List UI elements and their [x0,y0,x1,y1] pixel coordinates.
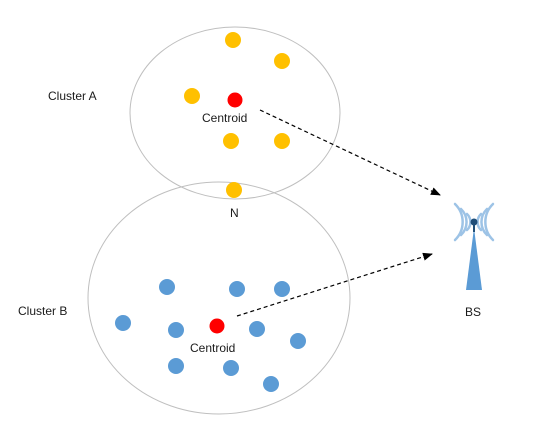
cluster-a-node [184,88,200,104]
cluster-b-node [168,358,184,374]
cluster-a-node [274,133,290,149]
cluster-a-node-n [226,182,242,198]
cluster-b-node [115,315,131,331]
cluster-a-centroid-label: Centroid [202,111,247,125]
cluster-a-nodes [184,32,290,198]
cluster-a-node [274,53,290,69]
cluster-b-centroid-label: Centroid [190,341,235,355]
cluster-a-label: Cluster A [48,89,97,103]
cluster-b-nodes [115,279,306,392]
cluster-b-node [229,281,245,297]
cluster-a-node [225,32,241,48]
cluster-b-label: Cluster B [18,304,67,318]
base-station-tower-icon [453,202,495,290]
arrow-cluster-a-to-bs [259,109,441,196]
cluster-b-node [274,281,290,297]
cluster-b-node [290,333,306,349]
cluster-b-node [168,322,184,338]
cluster-b-node [159,279,175,295]
cluster-b-node [263,376,279,392]
base-station-label: BS [465,305,481,319]
cluster-b-node [223,360,239,376]
cluster-b-node [249,321,265,337]
cluster-b-centroid [209,318,225,334]
arrow-cluster-b-to-bs [236,252,433,317]
cluster-a-boundary [129,26,341,200]
node-n-label: N [230,206,239,220]
cluster-a-node [223,133,239,149]
cluster-a-centroid [227,92,243,108]
cluster-b-boundary [87,181,351,415]
